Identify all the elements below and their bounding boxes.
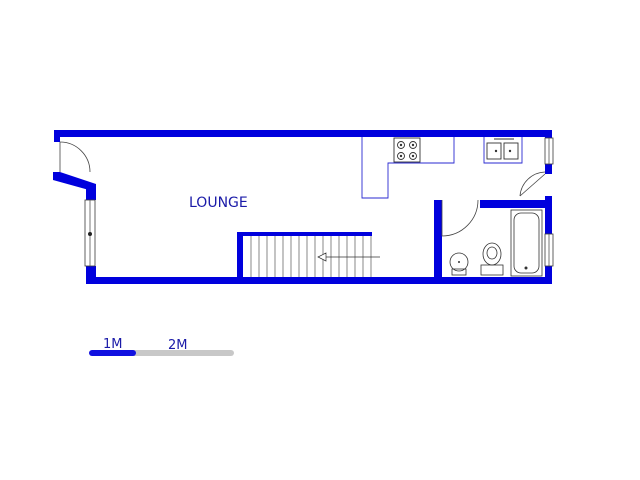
entrance-door-swing bbox=[59, 141, 91, 173]
room-label-lounge: LOUNGE bbox=[189, 195, 248, 211]
scale-label-1m: 1M bbox=[103, 337, 123, 352]
side-door-leaf bbox=[519, 173, 546, 197]
toilet-cistern bbox=[480, 264, 504, 276]
scale-bar: 1M 2M bbox=[89, 337, 234, 356]
stair-wall-vertical bbox=[237, 232, 243, 284]
sink-bowl-right bbox=[503, 142, 519, 160]
bathroom-door-swing bbox=[441, 199, 479, 237]
kitchen-counter bbox=[361, 137, 455, 199]
stove bbox=[393, 137, 421, 163]
left-wall-upper bbox=[54, 130, 60, 142]
scale-label-2m: 2M bbox=[168, 338, 188, 353]
toilet-bowl bbox=[482, 242, 502, 266]
bathroom-wall-horizontal bbox=[480, 200, 546, 208]
right-wall-mid bbox=[545, 164, 552, 174]
windows bbox=[84, 137, 554, 267]
left-wall-lower bbox=[86, 186, 96, 200]
sink-bowl-left bbox=[486, 142, 502, 160]
right-wall-bottom bbox=[545, 266, 552, 284]
staircase bbox=[250, 236, 380, 277]
kitchen bbox=[361, 137, 523, 199]
bathroom-wall-vertical bbox=[434, 200, 442, 284]
bottom-wall bbox=[86, 277, 552, 284]
basin bbox=[449, 252, 469, 272]
side-door-swing bbox=[519, 171, 546, 197]
stair-arrow-head bbox=[317, 252, 327, 262]
walls bbox=[53, 130, 552, 284]
bathroom-fixtures bbox=[449, 209, 543, 277]
bathtub bbox=[510, 209, 543, 277]
left-wall-bottom-stub bbox=[86, 266, 96, 284]
top-wall bbox=[54, 130, 552, 137]
doors bbox=[59, 141, 546, 237]
stair-wall-top bbox=[237, 232, 372, 236]
left-wall-jog bbox=[53, 172, 96, 192]
right-wall-upper bbox=[545, 130, 552, 138]
sink-counter bbox=[483, 137, 523, 164]
right-wall-lower bbox=[545, 196, 552, 234]
